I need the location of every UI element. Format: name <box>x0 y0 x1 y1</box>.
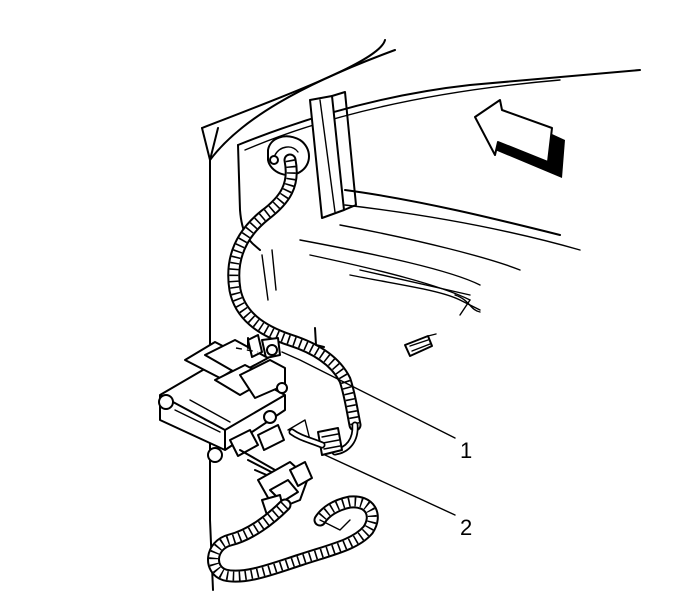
door-trim-lines <box>299 189 581 316</box>
view-direction-arrow-icon <box>474 99 565 178</box>
lower-connector-cluster <box>239 419 313 519</box>
callout-leader-1 <box>281 351 456 439</box>
window-pillar <box>309 91 357 219</box>
callout-label-1: 1 <box>460 438 472 463</box>
harness-connector <box>288 427 343 456</box>
lower-wiring-harness <box>207 495 379 583</box>
alignment-marks <box>235 327 325 353</box>
callout-label-2: 2 <box>460 515 472 540</box>
harness-clip <box>261 337 281 359</box>
control-module <box>158 334 288 463</box>
callout-leader-2 <box>324 454 456 516</box>
retainer-clip-icon <box>404 333 437 357</box>
